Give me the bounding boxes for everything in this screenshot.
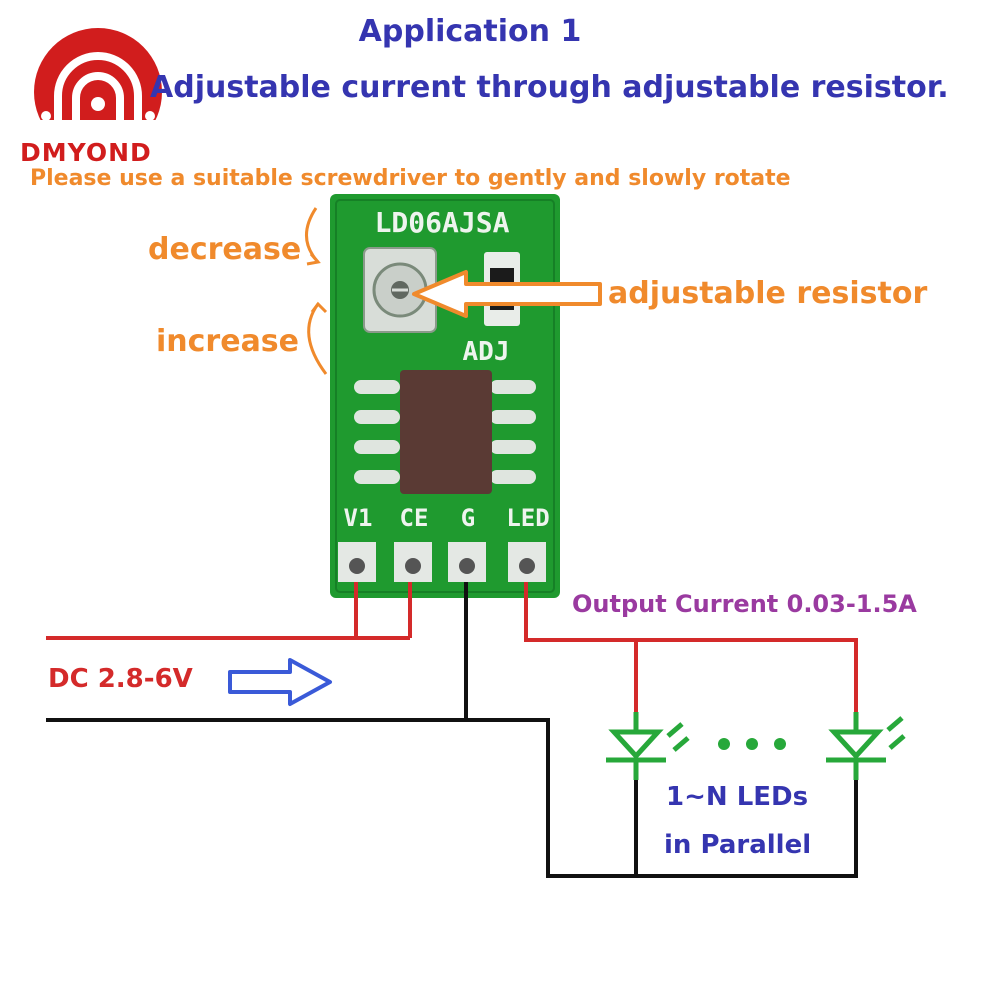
diagram-subtitle: Adjustable current through adjustable re… [150,70,949,105]
pointer-arrow [412,270,602,318]
instruction-text: Please use a suitable screwdriver to gen… [30,166,791,191]
led-left [606,712,690,780]
adjustable-resistor-label: adjustable resistor [608,276,928,311]
red-wires [46,582,858,712]
output-current-label: Output Current 0.03-1.5A [572,590,917,618]
board-model-text: LD06AJSA [375,206,510,239]
increase-label: increase [156,324,300,359]
ellipsis-dots [718,738,786,750]
brand-name: DMYOND [20,138,152,167]
brand-logo [28,28,168,140]
rotation-arrows [305,207,328,375]
input-arrow [228,658,332,706]
pin-label-ce: CE [400,504,429,532]
leds-count-label: 1~N LEDs [666,782,809,812]
pin-label-v1: V1 [344,504,373,532]
black-wires [46,582,858,878]
decrease-label: decrease [148,232,302,267]
leds-parallel-label: in Parallel [664,830,812,860]
led-right [826,712,906,780]
pin-label-led: LED [506,504,549,532]
module-board: LD06AJSA ADJ V1 CE G LED [330,194,560,598]
board-adj-text: ADJ [463,337,510,367]
pin-label-g: G [461,504,475,532]
diagram-heading: Application 1 [358,14,582,49]
dc-input-label: DC 2.8-6V [48,664,193,694]
